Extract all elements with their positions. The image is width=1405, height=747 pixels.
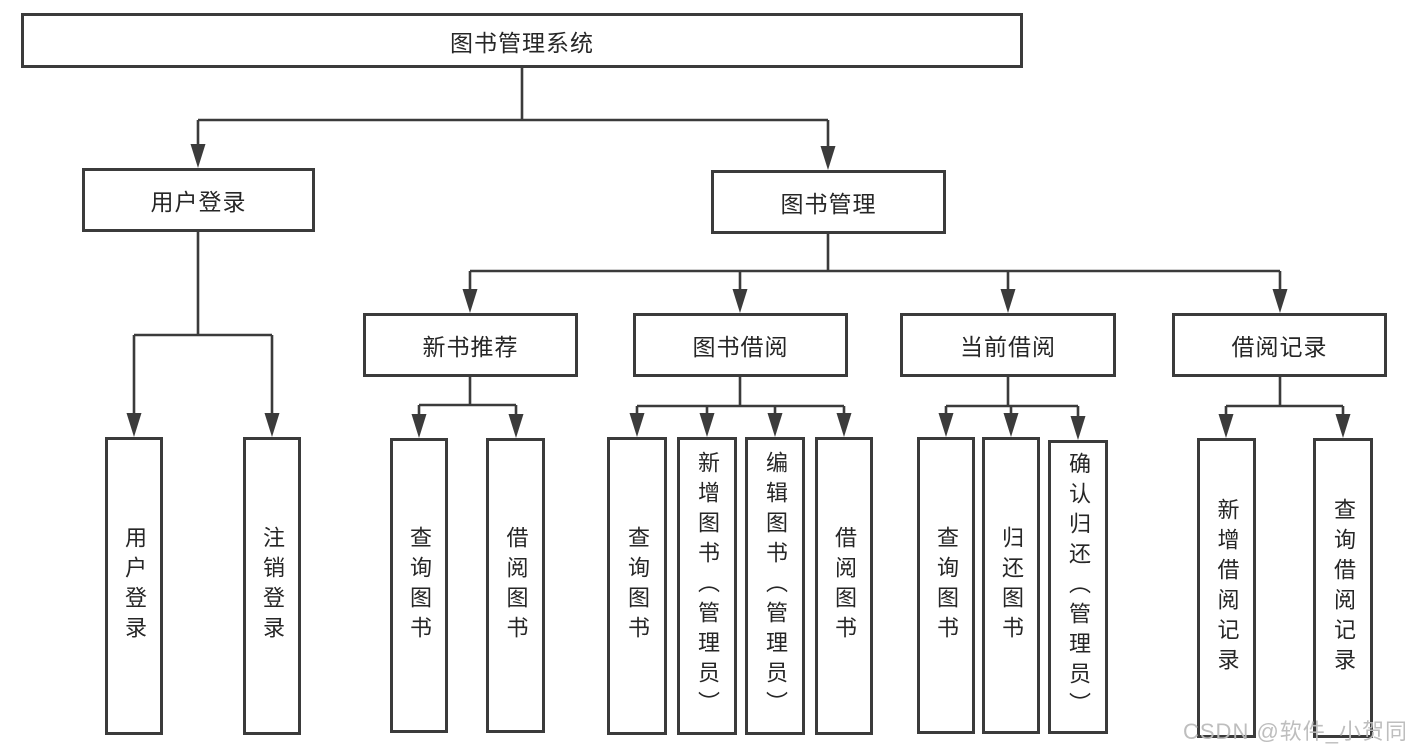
arrow-icon [938,413,954,437]
arrow-icon [462,289,478,313]
arrow-icon [1272,289,1288,313]
arrow-icon [411,414,427,438]
arrow-icon [629,413,645,437]
arrow-icon [767,413,783,437]
arrow-icon [820,146,836,170]
arrow-icon [264,413,280,437]
arrow-icon [1335,414,1351,438]
node-borrowing-records: 借阅记录 [1172,313,1387,377]
arrow-icon [1070,416,1086,440]
leaf-add-books-admin: 新增图书（管理员） [677,437,737,735]
leaf-query-books-recommend: 查询图书 [390,438,448,733]
leaf-borrow-books-recommend: 借阅图书 [486,438,545,733]
connector-userlogin-to-leaves [132,232,274,420]
csdn-watermark: CSDN @软件_小贺同学 [1183,719,1405,744]
leaf-logout: 注销登录 [243,437,301,735]
leaf-borrow-books: 借阅图书 [815,437,873,735]
arrow-icon [1000,289,1016,313]
leaf-query-borrow-record: 查询借阅记录 [1313,438,1373,738]
leaf-query-books-current: 查询图书 [917,437,975,734]
connector-bookborrow-to-leaves [635,377,846,420]
arrow-icon [126,413,142,437]
node-book-borrowing: 图书借阅 [633,313,848,377]
connector-borrowrecord-to-leaves [1224,377,1345,421]
arrow-icon [699,413,715,437]
connector-newbook-to-leaves [417,377,518,421]
node-current-borrowing: 当前借阅 [900,313,1116,377]
leaf-query-books-borrow: 查询图书 [607,437,667,735]
node-new-book-recommendation: 新书推荐 [363,313,578,377]
connector-bookmgmt-to-level2 [468,234,1282,296]
node-user-login: 用户登录 [82,168,315,232]
arrowheads [126,144,1351,440]
node-root-library-system: 图书管理系统 [21,13,1023,68]
arrow-icon [190,144,206,168]
connector-root-to-level1 [196,68,830,152]
arrow-icon [836,413,852,437]
arrow-icon [508,414,524,438]
leaf-confirm-return-admin: 确认归还（管理员） [1048,440,1108,734]
leaf-edit-books-admin: 编辑图书（管理员） [745,437,805,735]
leaf-user-login: 用户登录 [105,437,163,735]
arrow-icon [732,289,748,313]
leaf-add-borrow-record: 新增借阅记录 [1197,438,1256,738]
arrow-icon [1003,413,1019,437]
leaf-return-books: 归还图书 [982,437,1040,734]
arrow-icon [1218,414,1234,438]
node-book-management: 图书管理 [711,170,946,234]
